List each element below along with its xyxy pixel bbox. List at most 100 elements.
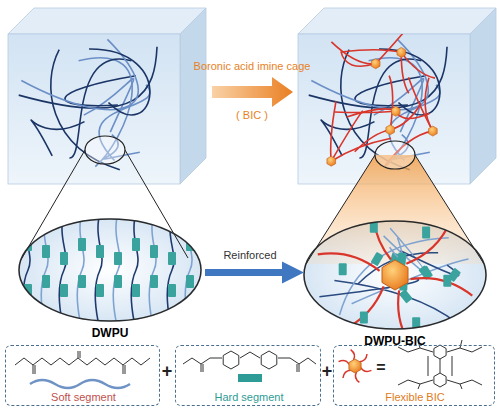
ellipse-border (19, 219, 201, 321)
cage-arm (401, 52, 435, 78)
ellipse-outline (18, 218, 202, 322)
hard-segment (371, 252, 384, 266)
cage-arm (376, 34, 417, 64)
hard-segment (42, 275, 50, 288)
component-box: Flexible BIC (333, 345, 495, 406)
soft-segment-structure (15, 358, 150, 365)
cage-arm (331, 111, 362, 162)
soft-chain (167, 212, 174, 330)
ellipse-outline (303, 220, 487, 330)
polymer-chain (311, 39, 428, 109)
equals-sign: = (371, 359, 391, 377)
block-front (298, 34, 470, 184)
node-label: Hard segment (156, 391, 342, 403)
cage-arm (342, 50, 402, 53)
node-label: Soft segment (0, 391, 181, 403)
soft-chain (131, 212, 138, 330)
hard-segment-structure (278, 358, 316, 364)
benzene-ring (434, 345, 446, 359)
block-front (8, 34, 180, 184)
benzene-ring (434, 373, 446, 387)
cage-pillars (428, 356, 452, 376)
polymer-chain (89, 49, 150, 115)
soft-chain (113, 212, 120, 330)
cage-arm (361, 368, 372, 372)
node-heading: DWPU (0, 326, 222, 340)
hard-segment (168, 284, 176, 297)
cage-arm-structure (398, 380, 482, 385)
soft-chain (23, 212, 30, 330)
soft-chain (340, 238, 449, 315)
soft-chain (41, 212, 48, 330)
polymer-chain (31, 120, 84, 156)
hard-segment (150, 245, 158, 258)
polymer-chain (79, 58, 133, 167)
cage-arm (359, 354, 367, 362)
cage-hexagon (371, 59, 380, 69)
cage-hexagon (386, 125, 395, 135)
carbonyl-bonds (33, 351, 125, 374)
hard-segment (96, 245, 104, 258)
zoom-ellipse: DWPU (18, 218, 202, 322)
node-label: Flexible BIC (314, 391, 500, 403)
hard-segment (443, 275, 451, 287)
component-box: Soft segment (5, 345, 160, 406)
abbreviation-label: ( BIC ) (212, 109, 292, 121)
hard-segment (60, 252, 68, 265)
cage-arm (331, 101, 336, 161)
block-top (8, 8, 206, 34)
polymer-chain (65, 76, 136, 106)
cage-arm (401, 52, 408, 93)
soft-chain (352, 259, 469, 304)
hard-segment (78, 238, 86, 251)
hard-segment (339, 263, 347, 275)
cage-arm (339, 361, 350, 365)
process-label: Boronic acid imine cage (167, 60, 337, 72)
zoom-circle (85, 136, 125, 164)
block-side (180, 8, 206, 184)
soft-chain (185, 212, 192, 330)
zoom-circle (375, 141, 415, 169)
cage-hexagon (327, 156, 336, 166)
hard-segment (96, 284, 104, 297)
benzene-ring (223, 351, 239, 369)
hard-segment-structure (183, 358, 222, 364)
hard-segment (360, 311, 368, 323)
hard-segment (150, 275, 158, 288)
cage-arm (343, 370, 351, 378)
dwpu-structure (23, 212, 194, 330)
process-arrow (212, 77, 293, 107)
soft-chain (95, 212, 102, 330)
polymer-chain (21, 39, 138, 109)
cage-hexagon (429, 126, 438, 136)
cage-hexagon (392, 106, 401, 116)
cage-arm (331, 42, 375, 64)
hard-segment-icon (238, 374, 262, 382)
hard-segment (168, 252, 176, 265)
leader-line (125, 150, 188, 258)
benzene-ring (261, 351, 277, 369)
polymer-chain (321, 120, 374, 156)
cage-arm (389, 76, 392, 130)
methylene-bridge (240, 352, 260, 358)
hard-segment (114, 252, 122, 265)
component-box: Hard segment (175, 345, 321, 406)
cage-arm (390, 103, 421, 129)
block-side (470, 8, 496, 184)
hard-segment (78, 275, 86, 288)
cage-hexagon (397, 47, 406, 57)
block-top (298, 8, 496, 34)
matrix-block (8, 8, 206, 184)
cage-hexagon (382, 260, 408, 290)
hard-segment (186, 275, 194, 288)
connector-arrow (205, 269, 295, 276)
polymer-chains (19, 39, 157, 169)
hard-segment (42, 245, 50, 258)
soft-segment-icon (30, 380, 130, 388)
hard-segment (114, 275, 122, 288)
zoom-ellipse: DWPU-BIC (303, 220, 487, 330)
plus-sign: + (317, 361, 337, 382)
